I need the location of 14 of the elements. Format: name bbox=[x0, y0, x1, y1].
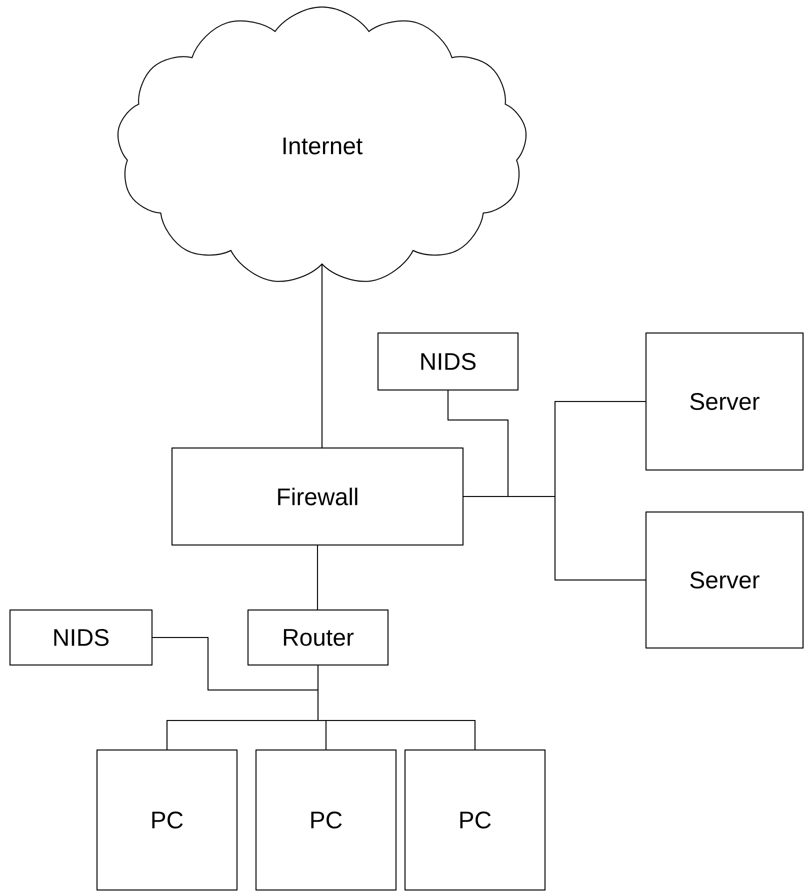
device-box: NIDS bbox=[10, 610, 152, 666]
device-box: PC bbox=[96, 750, 238, 890]
device-box: Router bbox=[248, 610, 388, 666]
connector-line bbox=[318, 665, 476, 750]
device-box: Server bbox=[646, 512, 804, 648]
connector-line bbox=[152, 637, 318, 690]
device-box: Firewall bbox=[172, 448, 464, 546]
connector-line bbox=[448, 390, 508, 497]
device-box: PC bbox=[404, 750, 546, 890]
device-box: Server bbox=[646, 332, 804, 470]
connector-line bbox=[463, 496, 646, 580]
connector-line bbox=[317, 545, 318, 610]
device-box: PC bbox=[256, 750, 396, 890]
device-box: NIDS bbox=[378, 332, 518, 390]
